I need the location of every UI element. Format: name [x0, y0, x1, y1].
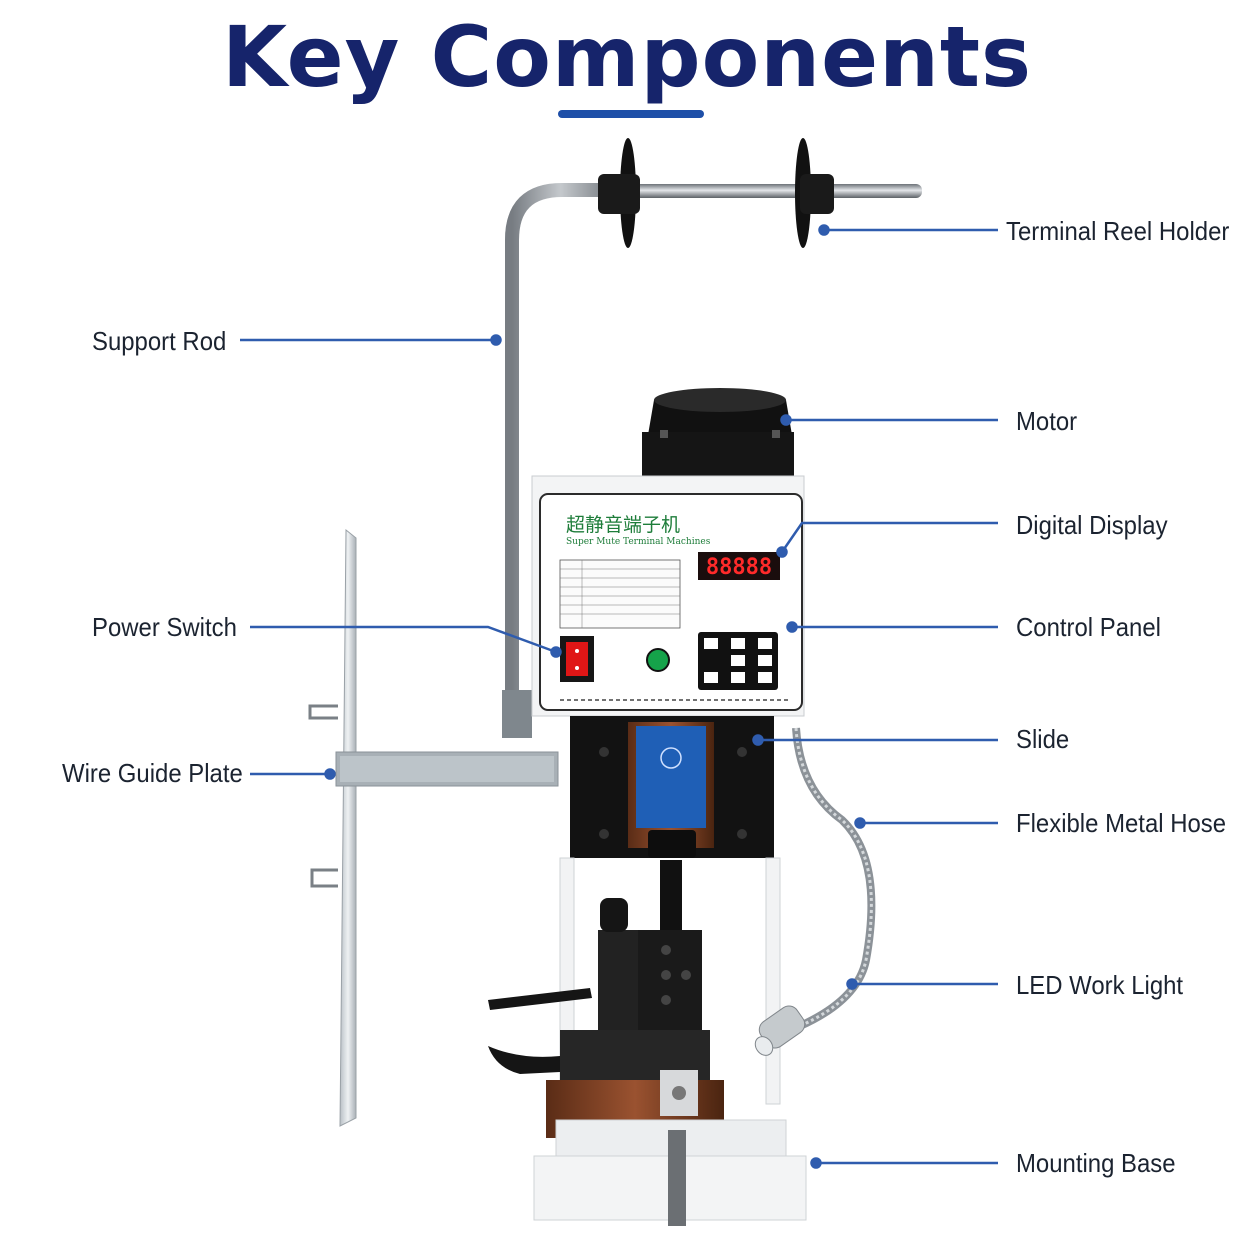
label-control-panel: Control Panel: [1016, 612, 1161, 642]
flexible-metal-hose: [792, 727, 876, 1030]
label-terminal-reel-holder: Terminal Reel Holder: [1006, 216, 1230, 246]
applicator: [488, 860, 724, 1138]
label-wire-guide-plate: Wire Guide Plate: [62, 758, 243, 788]
support-rod: [502, 183, 620, 738]
leader-dot-motor: [780, 414, 792, 426]
terminal-reel-holder: [598, 138, 922, 248]
leader-digital-display: [780, 521, 998, 553]
label-mounting-base: Mounting Base: [1016, 1148, 1176, 1178]
label-slide: Slide: [1016, 724, 1070, 754]
leader-dot-power-switch: [550, 646, 562, 658]
motor: [642, 388, 794, 480]
label-flexible-metal-hose: Flexible Metal Hose: [1016, 808, 1227, 838]
label-led-work-light: LED Work Light: [1016, 970, 1184, 1000]
led-work-light: [754, 1005, 806, 1056]
leader-dot-digital-display: [776, 546, 788, 558]
brand-cn-text: 超静音端子机: [566, 514, 680, 536]
leader-dot-led-work-light: [846, 978, 858, 990]
leader-dot-mounting-base: [810, 1157, 822, 1169]
leader-power-switch: [250, 625, 557, 654]
control-box: 超静音端子机 Super Mute Terminal Machines 8888…: [531, 475, 805, 717]
mounting-base: [533, 1119, 807, 1226]
digital-display-readout: 88888: [706, 555, 772, 580]
wire-guide-plate: [308, 528, 559, 1127]
leader-dot-control-panel: [786, 621, 798, 633]
leader-dot-slide: [752, 734, 764, 746]
leader-dot-wire-guide-plate: [324, 768, 336, 780]
label-digital-display: Digital Display: [1016, 510, 1168, 540]
leader-dot-support-rod: [490, 334, 502, 346]
label-support-rod: Support Rod: [92, 326, 227, 356]
label-power-switch: Power Switch: [92, 612, 237, 642]
brand-en-text: Super Mute Terminal Machines: [566, 537, 711, 547]
page-title: Key Components: [221, 8, 1033, 106]
label-motor: Motor: [1016, 406, 1078, 436]
frame-column-right: [765, 857, 781, 1105]
leader-dot-flexible-metal-hose: [854, 817, 866, 829]
title-underline: [558, 110, 704, 118]
leader-dot-terminal-reel-holder: [818, 224, 830, 236]
slide: [570, 716, 774, 858]
